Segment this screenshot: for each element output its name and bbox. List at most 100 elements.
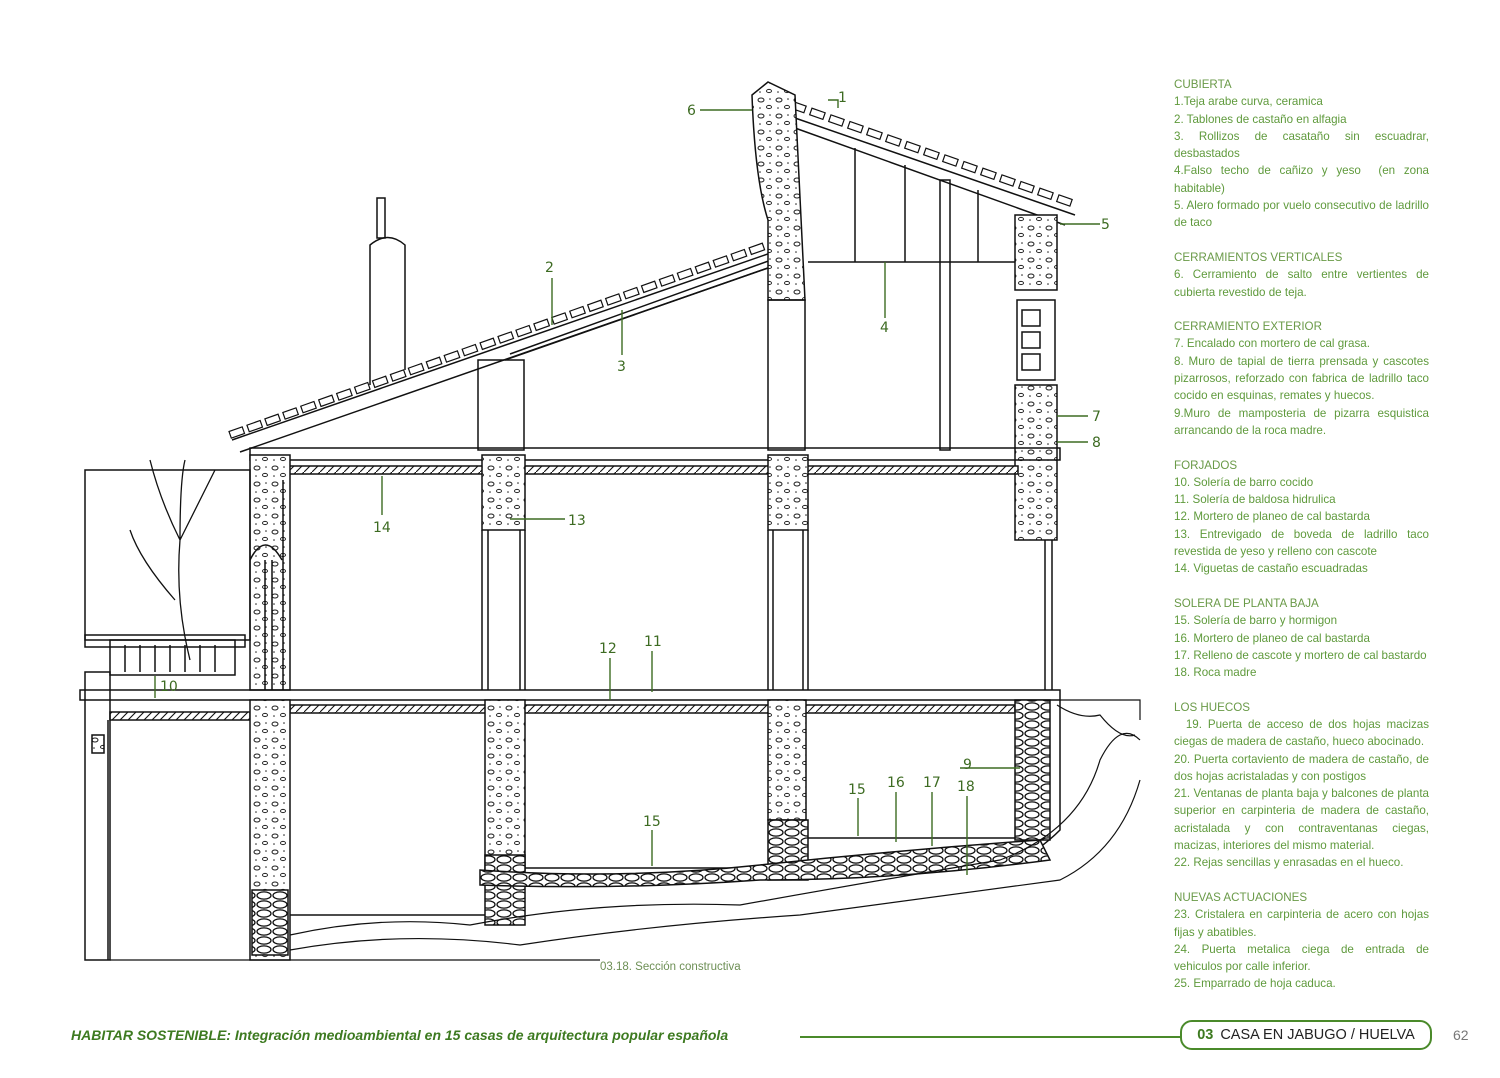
roof-tile: [979, 167, 997, 181]
legend-item: 16. Mortero de planeo de cal bastarda: [1174, 631, 1370, 645]
callout-10: 10: [160, 679, 178, 695]
roof-tile: [604, 293, 622, 306]
chapter-number: 03: [1197, 1027, 1214, 1043]
roof-tile: [461, 343, 479, 357]
roof-tile: [730, 248, 748, 262]
callout-6: 6: [687, 103, 696, 119]
right-roof: [794, 117, 1076, 451]
roof-tile: [922, 147, 940, 161]
roof-tile: [1017, 180, 1035, 194]
legend-item: 24. Puerta metalica ciega de entrada de …: [1174, 942, 1433, 974]
tower-wall: [751, 81, 806, 301]
roof-tile: [533, 318, 551, 332]
roof-tile: [551, 312, 569, 325]
left-roof: [231, 247, 786, 453]
roof-tile: [694, 261, 712, 275]
roof-tile: [407, 362, 425, 376]
legend-item: 10. Solería de barro cocido: [1174, 475, 1314, 489]
legend-item: 5. Alero formado por vuelo consecutivo d…: [1174, 199, 1433, 230]
legend-item: 8. Muro de tapial de tierra prensada y c…: [1174, 354, 1433, 403]
legend-item: 9.Muro de mamposteria de pizarra esquist…: [1174, 406, 1433, 437]
callout-13: 13: [568, 513, 586, 529]
roof-tile: [282, 407, 300, 420]
first-floor-slab: [249, 447, 1061, 475]
legend-item: 2. Tablones de castaño en alfagia: [1174, 112, 1347, 126]
roof-tile: [1036, 187, 1054, 201]
roof-tile: [998, 174, 1016, 187]
legend-section: LOS HUECOS 19. Puerta de acceso de dos h…: [1174, 699, 1429, 872]
callout-15: 15: [643, 814, 661, 830]
legend-item: 6. Cerramiento de salto entre vertientes…: [1174, 268, 1433, 299]
legend-heading: CERRAMIENTO EXTERIOR: [1174, 320, 1322, 334]
legend-heading: LOS HUECOS: [1174, 700, 1251, 714]
ground-floor-slab: [79, 689, 1061, 721]
roof-tile: [479, 337, 497, 351]
roof-tile: [846, 120, 864, 134]
roof-tile: [748, 242, 766, 256]
callout-14: 14: [373, 520, 391, 536]
legend-item: 11. Solería de baldosa hidrulica: [1174, 493, 1336, 507]
legend-item: 25. Emparrado de hoja caduca.: [1174, 977, 1336, 991]
roof-tile: [335, 388, 353, 401]
ground-fill: [479, 839, 1052, 888]
chimney: [369, 197, 406, 385]
callout-5: 5: [1101, 217, 1110, 233]
roof-tile: [884, 134, 902, 147]
callout-18: 18: [957, 779, 975, 795]
legend-item: 20. Puerta cortaviento de madera de cast…: [1174, 752, 1433, 783]
roof-tile: [640, 280, 658, 294]
legend-item: 13. Entrevigado de boveda de ladrillo ta…: [1174, 527, 1433, 559]
callout-1: 1: [838, 90, 847, 106]
roof-tiles: [228, 242, 766, 439]
legend-section: SOLERA DE PLANTA BAJA 15. Solería de barr…: [1174, 595, 1429, 681]
callout-4: 4: [880, 320, 889, 336]
legend-item: 19. Puerta de acceso de dos hojas maciza…: [1174, 717, 1433, 749]
callout-8: 8: [1092, 435, 1101, 451]
roof-tile: [515, 324, 533, 338]
bedrock: [110, 699, 1141, 961]
legend-item: 22. Rejas sencillas y enrasadas en el hu…: [1174, 856, 1404, 870]
chapter-badge: 03 CASA EN JABUGO / HUELVA: [1180, 1020, 1432, 1050]
legend-item: 3. Rollizos de casataño sin escuadrar, d…: [1174, 129, 1433, 161]
legend-item: 18. Roca madre: [1174, 666, 1257, 680]
roof-tile: [1055, 194, 1073, 207]
legend-item: 14. Viguetas de castaño escuadradas: [1174, 562, 1368, 576]
roof-tile: [246, 419, 264, 433]
callout-12: 12: [599, 641, 617, 657]
roof-tile: [827, 114, 845, 127]
roof-tile: [622, 286, 640, 300]
roof-tile: [371, 375, 389, 389]
roof-tile: [960, 160, 978, 174]
vine: [129, 459, 216, 661]
legend-heading: NUEVAS ACTUACIONES: [1174, 890, 1308, 904]
roof-tile: [941, 154, 959, 167]
roof-tile: [264, 413, 282, 427]
roof-tile: [317, 394, 335, 408]
roof-tile: [228, 426, 246, 439]
footer-divider: [800, 1036, 1182, 1038]
legend-item: 17. Relleno de cascote y mortero de cal …: [1174, 648, 1427, 662]
callout-7: 7: [1092, 409, 1101, 425]
legend-item: 15. Solería de barro y hormigon: [1174, 614, 1338, 628]
callout-numbers: 1 2 3 4 5 6 7 8 9 10 11 12 13 14 15 15 1…: [160, 90, 1110, 830]
roof-tile: [497, 331, 515, 344]
roof-tile: [903, 140, 921, 154]
roof-tile: [568, 305, 587, 319]
legend-item: 12. Mortero de planeo de cal bastarda: [1174, 510, 1370, 524]
legend-item: 21. Ventanas de planta baja y balcones d…: [1174, 787, 1433, 853]
roof-tile: [353, 381, 371, 395]
roof-tile: [299, 400, 318, 414]
legend-heading: SOLERA DE PLANTA BAJA: [1174, 596, 1319, 610]
roof-tile: [658, 274, 676, 287]
roof-tile: [443, 350, 461, 363]
callout-leaders: [154, 99, 1100, 875]
roof-tile: [389, 369, 407, 382]
legend-heading: CUBIERTA: [1174, 78, 1232, 91]
callout-9: 9: [963, 757, 972, 773]
legend-item: 7. Encalado con mortero de cal grasa.: [1174, 337, 1370, 351]
roof-tile: [425, 356, 443, 370]
legend-item: 23. Cristalera en carpinteria de acero c…: [1174, 908, 1433, 939]
